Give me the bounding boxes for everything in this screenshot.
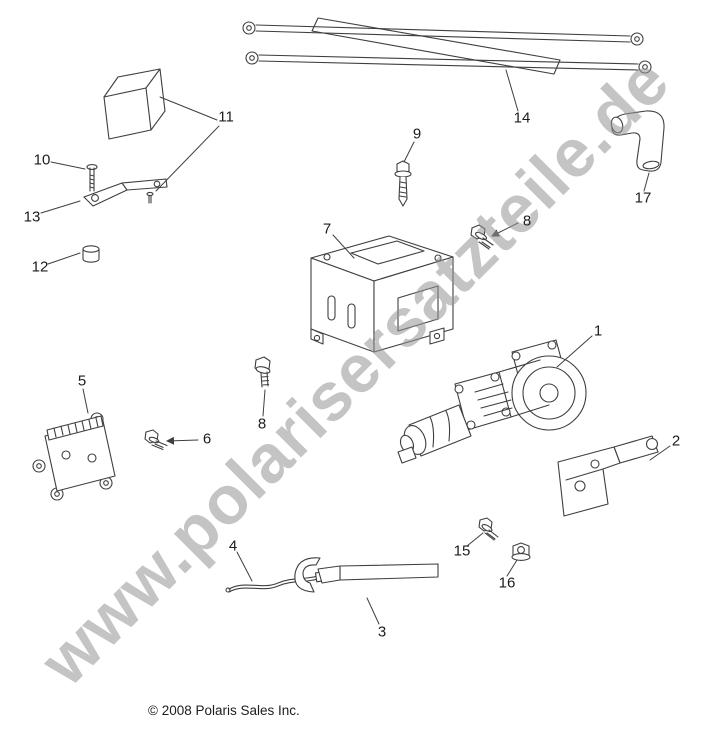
callout-6: 6 (202, 430, 212, 448)
elbow-boot-part (610, 110, 665, 172)
winch-assembly-part (397, 339, 587, 464)
callout-2: 2 (671, 432, 681, 450)
box-part (103, 68, 166, 140)
mount-bracket-part (310, 235, 454, 353)
bolt-9-part (394, 160, 412, 207)
bolt-6-part (144, 429, 168, 451)
cable-part (225, 570, 330, 593)
copyright-text: © 2008 Polaris Sales Inc. (148, 703, 300, 718)
callout-8-left: 8 (257, 415, 267, 433)
leader-lines (40, 69, 671, 625)
bracket-13-part (83, 178, 168, 207)
callout-8-right: 8 (522, 212, 532, 230)
callout-13: 13 (23, 208, 41, 226)
callout-11: 11 (218, 108, 234, 126)
callout-10: 10 (33, 151, 51, 169)
callout-1: 1 (593, 322, 603, 340)
tie-rod-pair-part (242, 17, 652, 75)
screw-8-right-part (470, 224, 494, 250)
callout-14: 14 (513, 109, 531, 127)
screw-10-part (86, 164, 98, 192)
nut-part (511, 542, 531, 561)
callout-12: 12 (31, 258, 49, 276)
callout-15: 15 (453, 542, 471, 560)
bracket-2-part (557, 435, 659, 517)
callout-5: 5 (77, 372, 87, 390)
wrench-part (294, 557, 439, 593)
callout-3: 3 (377, 623, 387, 641)
callout-4: 4 (228, 537, 238, 555)
small-screw-part (146, 191, 154, 204)
callout-16: 16 (498, 574, 516, 592)
callout-7: 7 (322, 220, 332, 238)
callout-9: 9 (412, 125, 422, 143)
bushing-part (82, 245, 100, 263)
solenoid-part (32, 412, 116, 501)
bolt-15-part (478, 517, 499, 541)
screw-8-left-part (254, 356, 271, 388)
callout-17: 17 (634, 189, 652, 207)
